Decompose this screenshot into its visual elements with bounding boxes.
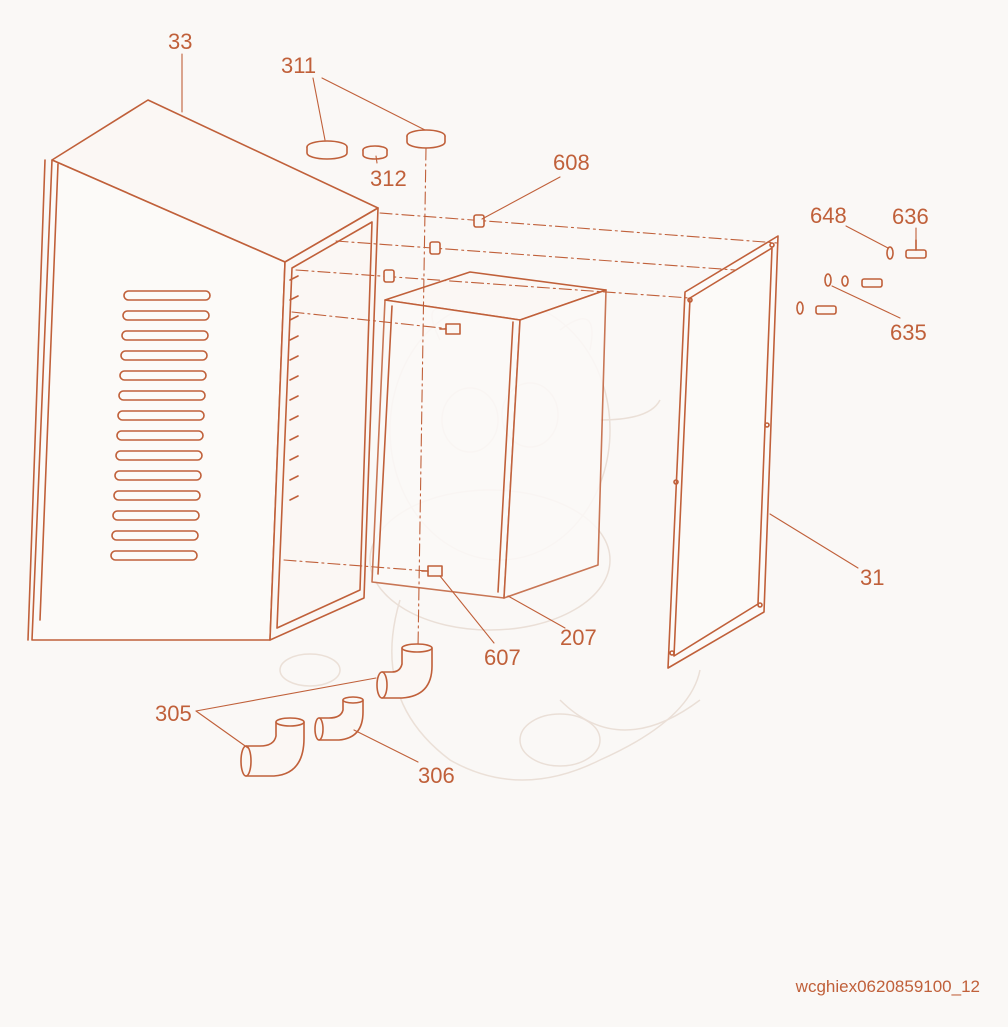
elbow-306 [314, 696, 364, 741]
label-306: 306 [418, 763, 455, 788]
label-648: 648 [810, 203, 847, 228]
back-panel-31 [667, 235, 779, 669]
screws-636 [815, 239, 927, 315]
inner-box-207 [371, 271, 607, 599]
leader-lines [181, 53, 917, 763]
label-31: 31 [860, 565, 884, 590]
label-312: 312 [370, 166, 407, 191]
louvers [110, 290, 211, 561]
nuts-608 [383, 214, 485, 283]
elbow-305-upper [376, 643, 433, 699]
label-608: 608 [553, 150, 590, 175]
washer-648 [796, 246, 894, 315]
label-33: 33 [168, 29, 192, 54]
label-607: 607 [484, 645, 521, 670]
screws-607 [421, 323, 461, 577]
bushings-311 [306, 129, 446, 160]
assembly-lines [283, 147, 779, 649]
label-635: 635 [890, 320, 927, 345]
label-311: 311 [281, 53, 316, 78]
elbow-305-lower [240, 717, 305, 777]
cover-33 [27, 99, 379, 641]
louver-tabs [289, 275, 299, 501]
bushing-312 [362, 145, 388, 160]
label-636: 636 [892, 204, 929, 229]
label-305: 305 [155, 701, 192, 726]
reference-code: wcghiex0620859100_12 [795, 977, 980, 996]
label-207: 207 [560, 625, 597, 650]
callout-labels: 33 311 312 608 648 636 635 31 207 607 30… [155, 29, 980, 996]
